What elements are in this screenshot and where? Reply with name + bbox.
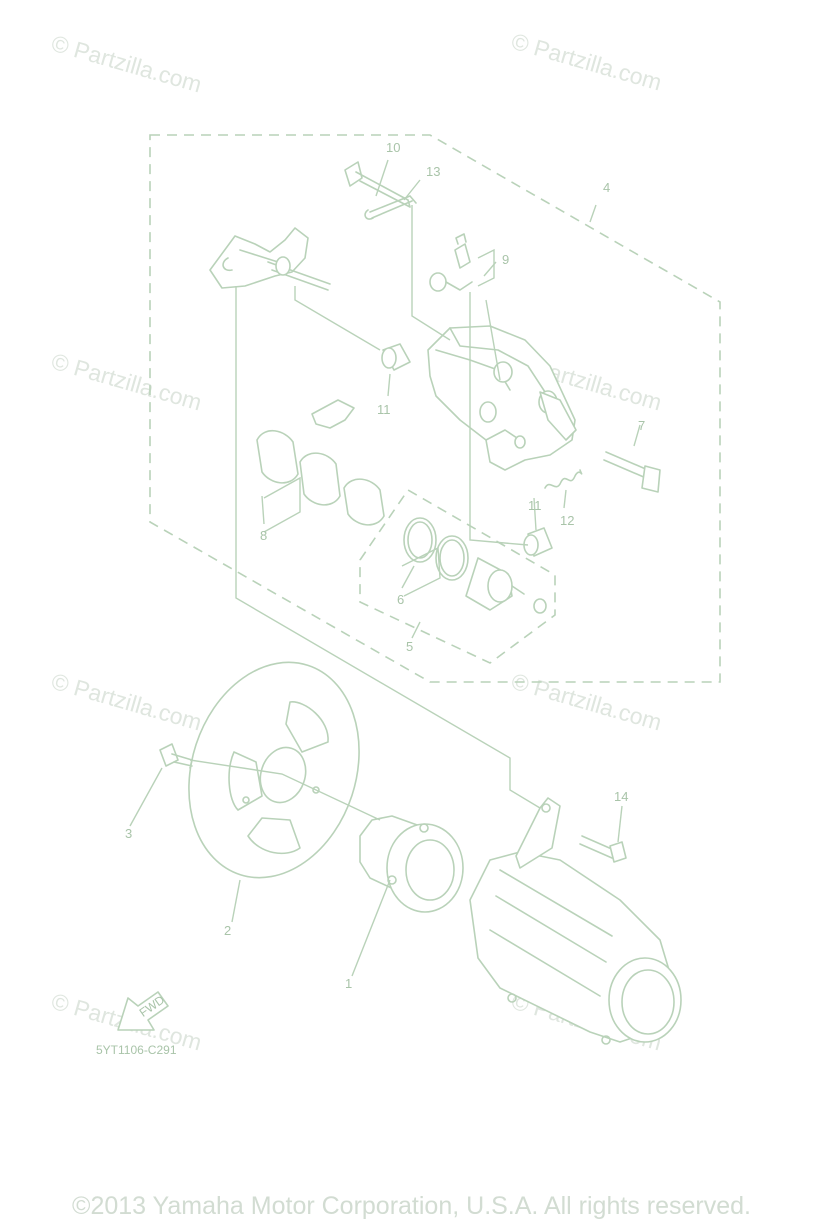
callout-2: 2: [224, 923, 231, 938]
brake-pad-front: [256, 430, 299, 484]
hub-1: [359, 815, 464, 913]
pin-13: [364, 195, 417, 220]
callout-14: 14: [614, 789, 628, 804]
callout-5: 5: [406, 639, 413, 654]
callout-12: 12: [560, 513, 574, 528]
leader-lines: [129, 159, 641, 977]
brake-pad-rear: [299, 452, 341, 506]
watermark: © Partzilla.com: [49, 668, 205, 736]
callout-11-upper: 11: [377, 402, 391, 417]
boot-11-lower: [523, 527, 553, 557]
callout-13: 13: [426, 164, 440, 179]
callout-numbers: 10 13 4 9 11 7 11 12 8 6 5 14 3 2 1: [125, 140, 645, 991]
pad-spring: [311, 399, 355, 429]
caliper-body: [427, 325, 577, 471]
diagram-code: 5YT1106-C291: [96, 1043, 177, 1057]
caliper-assembly-boundary: [149, 134, 721, 683]
callout-10: 10: [386, 140, 400, 155]
callout-4: 4: [603, 180, 610, 195]
piston-seal: [403, 517, 437, 563]
caliper-piston: [465, 557, 547, 614]
spring-12: [544, 469, 583, 489]
axle-housing: [469, 797, 682, 1045]
watermark: © Partzilla.com: [509, 28, 665, 96]
bolt-3: [159, 743, 193, 769]
callout-8: 8: [260, 528, 267, 543]
callout-9: 9: [502, 252, 509, 267]
watermark: © Partzilla.com: [49, 348, 205, 416]
bolt-14: [579, 835, 627, 863]
callout-brackets: [263, 248, 495, 597]
dust-seal: [435, 535, 469, 581]
pad-shim: [343, 478, 385, 526]
brake-disc-2: [188, 661, 360, 879]
callout-3: 3: [125, 826, 132, 841]
callout-1: 1: [345, 976, 352, 991]
boot-11-upper: [381, 343, 411, 371]
seal-kit-boundary: [359, 488, 556, 664]
callout-6: 6: [397, 592, 404, 607]
bolt-7: [603, 451, 661, 493]
watermark: © Partzilla.com: [509, 668, 665, 736]
bleed-screw-9: [429, 233, 473, 292]
callout-11-lower: 11: [528, 498, 542, 513]
watermark: © Partzilla.com: [49, 30, 205, 98]
bolt-10: [344, 161, 411, 208]
callout-7: 7: [638, 418, 645, 433]
copyright-notice: ©2013 Yamaha Motor Corporation, U.S.A. A…: [72, 1192, 751, 1220]
support-bracket: [209, 227, 331, 291]
